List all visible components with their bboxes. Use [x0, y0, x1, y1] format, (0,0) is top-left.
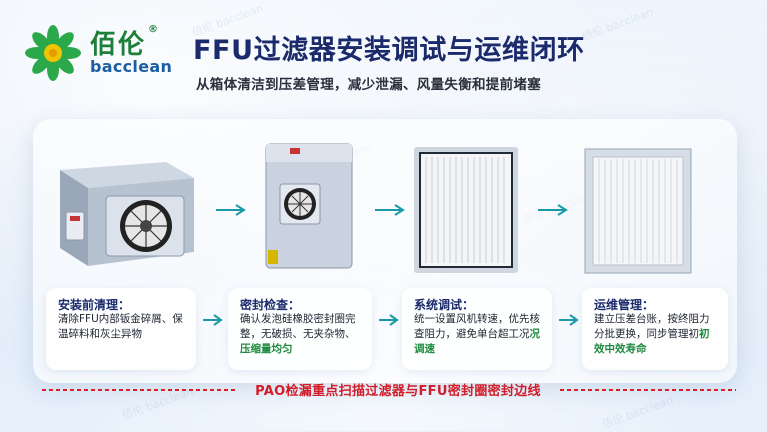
- divider-line: [560, 389, 736, 391]
- page-subtitle: 从箱体清洁到压差管理，减少泄漏、风量失衡和提前堵塞: [196, 77, 541, 93]
- step-title: 密封检查：: [240, 298, 301, 312]
- brand-name-cn: 佰伦®: [90, 24, 161, 60]
- step-card-system-debug: 系统调试： 统一设置风机转速，优先核查阻力，避免单台超工况况调速: [402, 288, 552, 370]
- arrow-right-icon: [559, 314, 579, 326]
- step-text: 确认发泡硅橡胶密封圈完整，无破损、无夹杂物、压缩量均匀: [240, 313, 356, 355]
- arrow-right-icon: [216, 204, 246, 216]
- arrow-right-icon: [538, 204, 568, 216]
- step-card-seal-check: 密封检查： 确认发泡硅橡胶密封圈完整，无破损、无夹杂物、压缩量均匀: [228, 288, 372, 370]
- filter-frame-illustration: [584, 148, 692, 274]
- pao-leak-test-note: PAO检漏重点扫描过滤器与FFU密封圈密封边线: [255, 384, 541, 399]
- step-text: 清除FFU内部钣金碎屑、保温碎料和灰尘异物: [58, 313, 183, 340]
- ffu-fan-filter-unit-illustration: [60, 162, 194, 266]
- step-title: 运维管理：: [594, 298, 655, 312]
- brand-name-en: bacclean: [90, 57, 173, 76]
- arrow-right-icon: [375, 204, 405, 216]
- ffu-module-illustration: [265, 143, 353, 269]
- hepa-filter-panel-illustration: [414, 147, 518, 273]
- brand-logo-icon: [25, 25, 81, 81]
- step-title: 安装前清理：: [58, 298, 131, 312]
- watermark: 佰伦 bacclean: [580, 5, 655, 44]
- step-text: 统一设置风机转速，优先核查阻力，避免单台超工况况调速: [414, 313, 540, 355]
- page-title: FFU过滤器安装调试与运维闭环: [193, 35, 585, 66]
- step-title: 系统调试：: [414, 298, 475, 312]
- watermark: 佰伦 bacclean: [600, 393, 675, 432]
- step-text: 建立压差台账，按终阻力分批更换，同步管理初初效中效寿命: [594, 313, 710, 355]
- step-card-install-clean: 安装前清理： 清除FFU内部钣金碎屑、保温碎料和灰尘异物: [46, 288, 196, 370]
- arrow-right-icon: [203, 314, 223, 326]
- divider-line: [42, 389, 238, 391]
- arrow-right-icon: [379, 314, 399, 326]
- step-card-ops-management: 运维管理： 建立压差台账，按终阻力分批更换，同步管理初初效中效寿命: [582, 288, 728, 370]
